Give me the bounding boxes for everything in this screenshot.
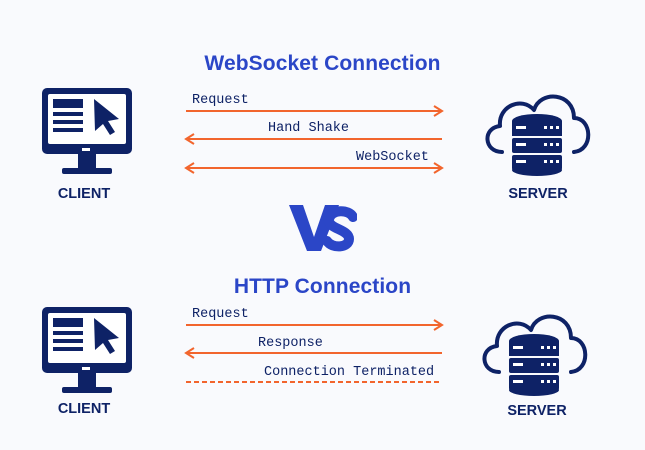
websocket-websocket-label: WebSocket [356,150,429,165]
websocket-arrows [184,105,444,174]
http-flow: Request Response Connection Terminated [178,306,450,406]
cloud-server-icon [485,94,591,176]
cloud-server-icon [482,314,588,396]
http-terminated-label: Connection Terminated [264,365,435,380]
websocket-handshake-label: Hand Shake [268,121,350,136]
websocket-flow: Request Hand Shake WebSocket [178,92,450,192]
computer-icon [42,88,132,174]
http-request-label: Request [192,307,249,322]
http-client-label: CLIENT [57,401,111,417]
websocket-client: CLIENT [20,82,150,222]
http-response-label: Response [258,336,323,351]
websocket-panel: WebSocket Connection CLIENT [0,0,645,220]
http-server-label: SERVER [507,403,567,419]
versus-icon [289,205,357,252]
websocket-title: WebSocket Connection [204,52,441,75]
websocket-server: SERVER [474,82,604,222]
http-server: SERVER [471,302,601,442]
http-panel: HTTP Connection CLIENT [0,222,645,442]
websocket-server-label: SERVER [508,186,568,202]
websocket-client-label: CLIENT [57,186,111,202]
websocket-request-label: Request [192,93,249,108]
http-title: HTTP Connection [233,275,412,298]
http-arrows [184,319,444,383]
http-client: CLIENT [20,301,150,441]
computer-icon [42,307,132,393]
